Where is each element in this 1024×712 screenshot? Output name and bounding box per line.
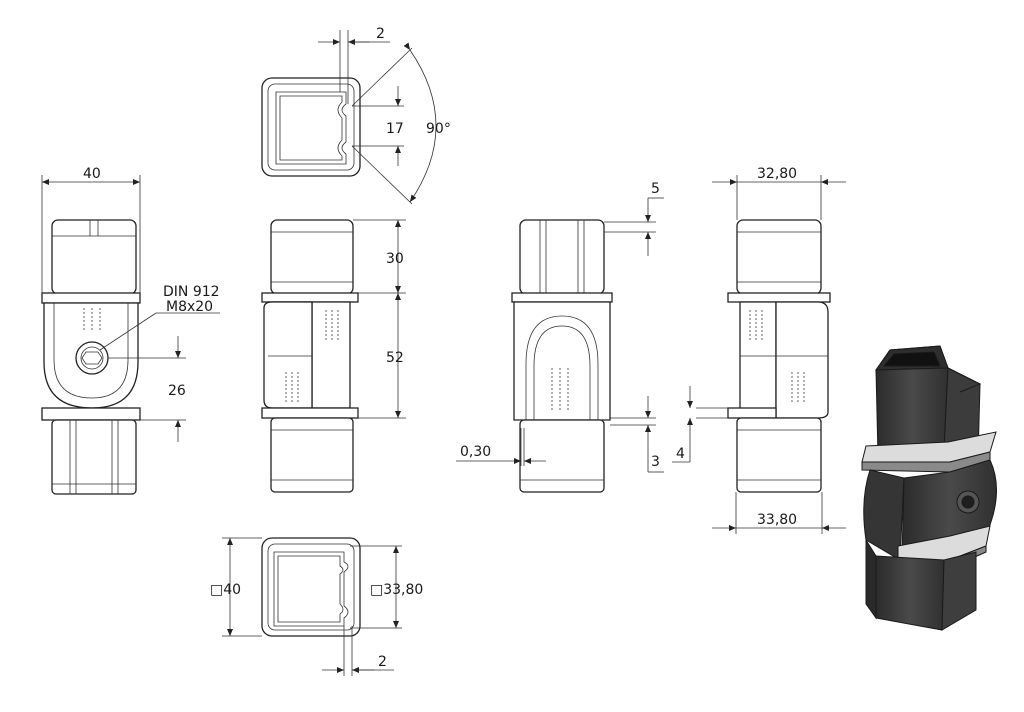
dim-top-angle: 90° (426, 121, 451, 137)
front-view: 40 DIN 912 M8x20 26 (41, 166, 220, 495)
side-view: 30 52 (261, 219, 406, 493)
isometric-render (861, 345, 998, 631)
dim-bottom-gap: 2 (378, 654, 387, 670)
dim-right-bottom: 33,80 (757, 512, 797, 528)
dim-right-top: 32,80 (757, 166, 797, 182)
bottom-view: □40 □33,80 2 (210, 537, 423, 676)
dim-side-top: 30 (386, 251, 404, 267)
dim-front-width: 40 (83, 166, 101, 182)
dim-top-gap: 2 (376, 26, 385, 42)
rear-view: 5 3 0,30 (456, 181, 664, 493)
screw-label-2: M8x20 (166, 299, 213, 315)
dim-rear-left: 0,30 (460, 444, 491, 460)
dim-rear-bottom: 3 (651, 454, 660, 470)
dim-rear-top: 5 (651, 181, 660, 197)
top-view: 2 17 90° (261, 26, 451, 205)
dim-bottom-inner: □33,80 (370, 582, 423, 598)
dim-bottom-outer: □40 (210, 582, 241, 598)
dim-hole-height: 26 (168, 383, 186, 399)
right-view: 32,80 4 33,80 (672, 166, 846, 534)
dim-side-mid: 52 (386, 350, 404, 366)
dim-top-slot: 17 (386, 121, 404, 137)
dim-right-gap: 4 (676, 446, 685, 462)
screw-label-1: DIN 912 (163, 284, 220, 300)
